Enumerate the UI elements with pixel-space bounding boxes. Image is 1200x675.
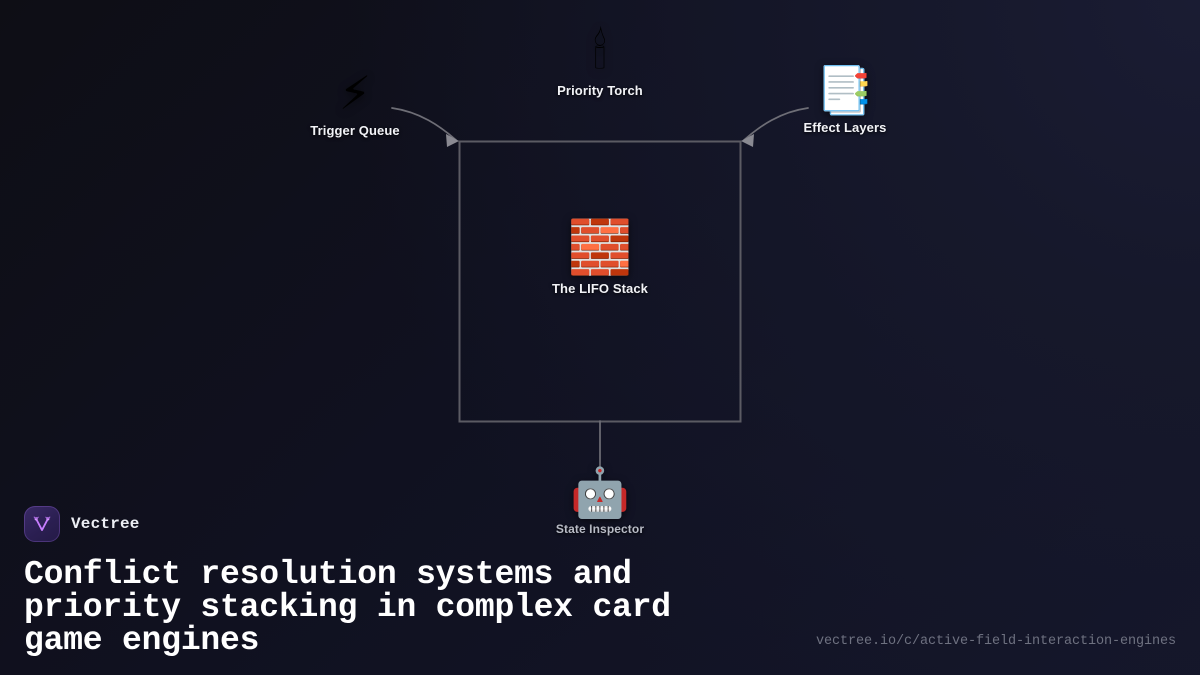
connector-trigger-queue-to-frame [391, 107, 457, 141]
lightning-bolt-icon: ⚡ [338, 66, 372, 120]
source-url: vectree.io/c/active-field-interaction-en… [815, 634, 1176, 649]
node-label-lifo-stack: The LIFO Stack [551, 281, 649, 296]
node-lifo-stack[interactable]: 🧱 The LIFO Stack [552, 222, 648, 296]
page-title: Conflict resolution systems and priority… [24, 556, 671, 659]
node-trigger-queue[interactable]: ⚡ Trigger Queue [310, 70, 399, 138]
brand-row: Vectree [24, 506, 1176, 542]
candle-icon: 🕯 [593, 24, 607, 80]
vectree-logo-icon [24, 506, 60, 542]
footer: Vectree Conflict resolution systems and … [0, 506, 1200, 675]
brick-wall-icon: 🧱 [567, 218, 633, 278]
node-label-trigger-queue: Trigger Queue [310, 123, 400, 138]
connector-effect-layers-to-frame [743, 107, 809, 141]
robot-icon: 🤖 [570, 465, 630, 521]
vectree-mark-glyph [33, 516, 51, 531]
node-state-inspector[interactable]: 🤖 State Inspector [556, 469, 644, 536]
node-label-priority-torch: Priority Torch [557, 83, 643, 98]
node-label-state-inspector: State Inspector [555, 522, 645, 536]
node-priority-torch[interactable]: 🕯 Priority Torch [557, 28, 643, 98]
brand-name: Vectree [71, 515, 140, 533]
arrowhead-trigger-queue [446, 134, 459, 147]
node-effect-layers[interactable]: 📑 Effect Layers [804, 67, 887, 135]
bookmark-tabs-icon: 📑 [816, 63, 874, 117]
arrowhead-effect-layers [741, 134, 754, 147]
node-label-effect-layers: Effect Layers [803, 120, 887, 135]
